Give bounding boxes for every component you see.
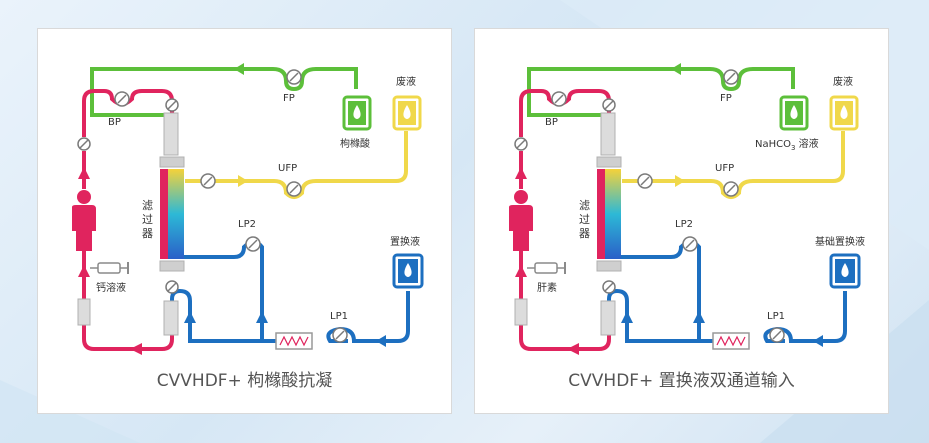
arrow-icon <box>621 311 633 323</box>
lp-line <box>607 288 749 343</box>
pump-icon <box>77 137 91 151</box>
lp1-label: LP1 <box>767 311 785 322</box>
heater-icon <box>712 332 750 350</box>
syringe-label: 肝素 <box>537 281 557 294</box>
arrow-icon <box>130 343 142 355</box>
pump-icon <box>165 280 179 294</box>
blood-line <box>82 325 174 351</box>
yellow-bag-label: 废液 <box>396 75 416 88</box>
lp-line <box>170 288 312 343</box>
arrow-icon <box>78 265 90 277</box>
pump-icon <box>165 98 179 112</box>
patient-icon <box>72 190 96 251</box>
ufp-line <box>185 131 408 199</box>
blood-line <box>519 325 611 351</box>
arrow-icon <box>376 335 386 347</box>
fp-line <box>90 67 358 117</box>
pump-icon <box>286 181 302 197</box>
arrow-icon <box>813 335 823 347</box>
pump-icon <box>114 91 130 107</box>
filter-label-2: 过 <box>579 213 590 226</box>
ufp-line <box>622 131 845 199</box>
arrow-icon <box>515 265 527 277</box>
syringe-label: 钙溶液 <box>96 281 126 294</box>
filter-icon <box>596 112 622 336</box>
diagram-panel-dual-replacement: BP FP UFP LP2 LP1 滤 过 器 NaHCO3 溶液 废液 基础置… <box>474 28 889 414</box>
diagram-caption: CVVHDF+ 置换液双通道输入 <box>568 371 795 391</box>
fp-label: FP <box>720 93 732 104</box>
pump-icon <box>637 173 653 189</box>
arrow-icon <box>234 63 244 75</box>
green-bag-label-main: NaHCO <box>755 139 791 150</box>
circuit-diagram: BP FP UFP LP2 LP1 滤 过 器 NaHCO3 溶液 废液 基础置… <box>509 63 865 355</box>
circuit-diagram: BP FP UFP LP2 LP1 滤 过 器 枸橼酸 废液 置换液 钙溶液 <box>72 63 424 355</box>
arrow-icon <box>184 311 196 323</box>
green-bag-label-sub: 3 <box>791 144 795 152</box>
syringe-icon <box>527 262 566 274</box>
filter-label-1: 滤 <box>579 199 590 212</box>
filter-label-2: 过 <box>142 213 153 226</box>
bag-icon <box>829 253 861 289</box>
syringe-icon <box>90 262 129 274</box>
pump-icon <box>332 327 348 343</box>
bag-icon <box>342 95 372 131</box>
lp-line <box>763 291 847 343</box>
green-bag-label-tail: 溶液 <box>795 137 818 150</box>
fp-label: FP <box>283 93 295 104</box>
lp-line <box>326 291 410 343</box>
arrow-icon <box>256 311 268 323</box>
lp1-label: LP1 <box>330 311 348 322</box>
pump-icon <box>682 236 698 252</box>
pump-icon <box>723 69 739 85</box>
filter-label-3: 器 <box>142 227 153 240</box>
pump-icon <box>286 69 302 85</box>
bag-icon <box>392 253 424 289</box>
lp2-label: LP2 <box>675 219 693 230</box>
filter-label-3: 器 <box>579 227 590 240</box>
yellow-bag-label: 废液 <box>833 75 853 88</box>
heater-icon <box>275 332 313 350</box>
diagram-caption: CVVHDF+ 枸橼酸抗凝 <box>156 371 333 391</box>
pump-icon <box>245 236 261 252</box>
green-bag-label: NaHCO3 溶液 <box>755 137 819 152</box>
arrow-icon <box>693 311 705 323</box>
arrow-icon <box>78 167 90 179</box>
blue-bag-label: 基础置换液 <box>815 235 865 248</box>
diagram-panel-citrate: BP FP UFP LP2 LP1 滤 过 器 枸橼酸 废液 置换液 钙溶液 C… <box>37 28 452 414</box>
pump-icon <box>200 173 216 189</box>
lp-line <box>184 240 264 341</box>
blue-bag-label: 置换液 <box>390 235 420 248</box>
pump-icon <box>551 91 567 107</box>
pump-icon <box>602 280 616 294</box>
ufp-label: UFP <box>715 163 734 174</box>
bag-icon <box>779 95 809 131</box>
bag-icon <box>392 95 422 131</box>
patient-icon <box>509 190 533 251</box>
arrow-icon <box>567 343 579 355</box>
bp-label: BP <box>545 117 558 128</box>
fp-line <box>527 67 795 117</box>
chamber-icon <box>514 298 528 326</box>
arrow-icon <box>515 167 527 179</box>
bag-icon <box>829 95 859 131</box>
arrow-icon <box>675 175 685 187</box>
arrow-icon <box>671 63 681 75</box>
ufp-label: UFP <box>278 163 297 174</box>
pump-icon <box>602 98 616 112</box>
pump-icon <box>769 327 785 343</box>
filter-label-1: 滤 <box>142 199 153 212</box>
lp-line <box>621 240 701 341</box>
arrow-icon <box>238 175 248 187</box>
pump-icon <box>723 181 739 197</box>
pump-icon <box>514 137 528 151</box>
lp2-label: LP2 <box>238 219 256 230</box>
green-bag-label: 枸橼酸 <box>340 137 370 150</box>
bp-label: BP <box>108 117 121 128</box>
filter-icon <box>159 112 185 336</box>
chamber-icon <box>77 298 91 326</box>
